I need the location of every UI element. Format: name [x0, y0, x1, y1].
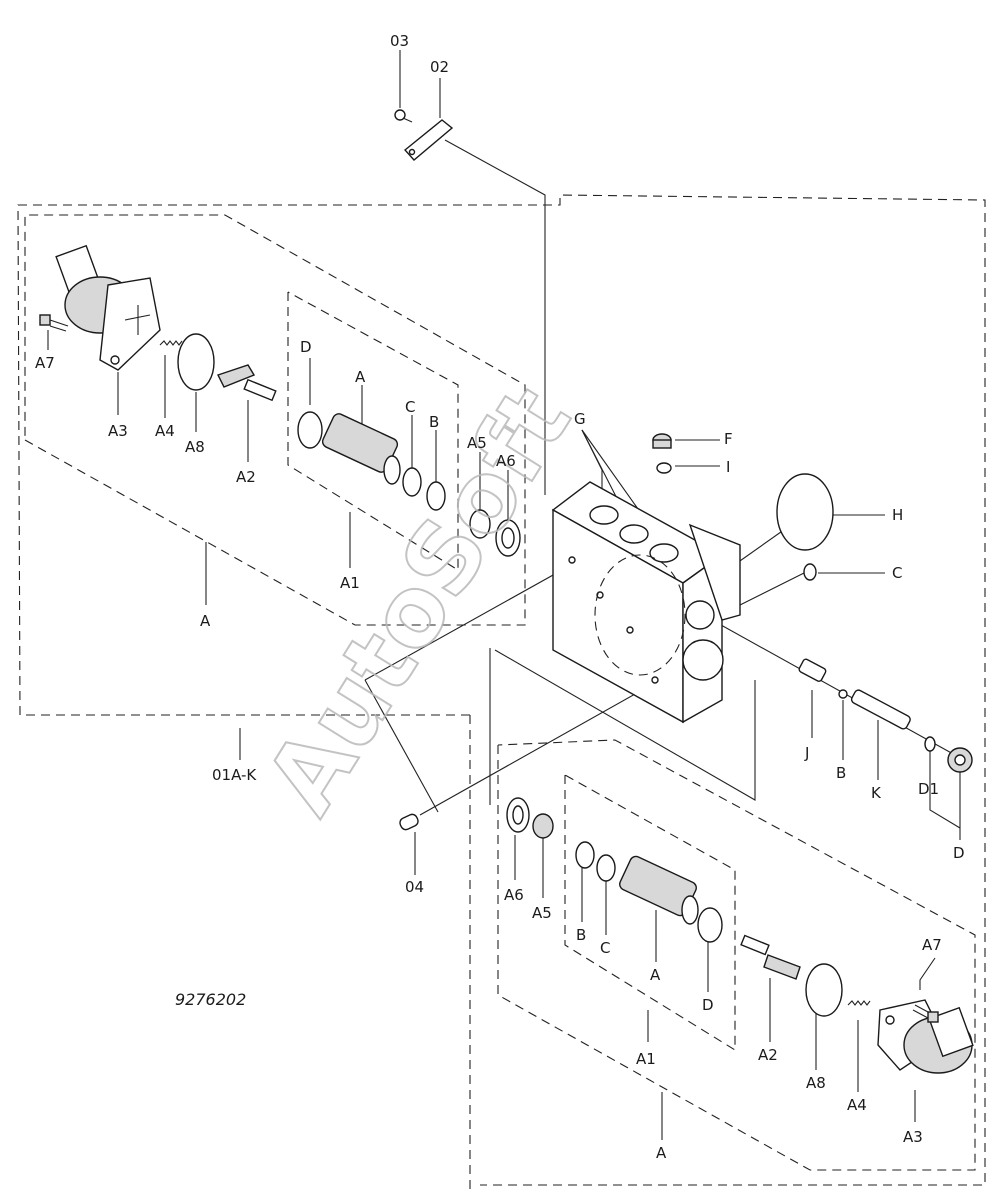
boundary-A1-bottom: [564, 774, 736, 1051]
plug-J: [798, 658, 827, 682]
boundary-01A-K: [17, 194, 986, 1186]
label-B-right: B: [836, 764, 846, 782]
label-A-top: A: [200, 612, 211, 630]
label-A7-bottom: A7: [922, 936, 942, 954]
sleeve-A-bottom: [619, 855, 699, 925]
label-01A-K: 01A-K: [212, 766, 257, 784]
label-B-top: B: [429, 413, 439, 431]
piston-K: [850, 689, 911, 730]
bolt-A7-top: [39, 314, 69, 332]
label-A8-top: A8: [185, 438, 205, 456]
watermark: AutoSoft: [244, 367, 594, 833]
svg-text:AutoSoft: AutoSoft: [245, 368, 593, 832]
ring-A5-top: [469, 509, 491, 539]
boundary-A-top: [24, 214, 526, 626]
spool-A2-top: [217, 364, 277, 402]
drawing-number: 9276202: [175, 990, 246, 1009]
label-A4-bottom: A4: [847, 1096, 867, 1114]
oring-I: [656, 462, 672, 474]
spring-A4-bottom: [847, 1000, 871, 1006]
oring-A8-top: [177, 333, 215, 391]
labels: 03 02 A7 A3 A4 A8 A2 D A C B A5 A6 A1 A …: [35, 32, 965, 1162]
label-A1-bottom: A1: [636, 1050, 656, 1068]
label-D-top: D: [300, 338, 312, 356]
label-A8-bottom: A8: [806, 1074, 826, 1092]
label-A3-top: A3: [108, 422, 128, 440]
label-A5-top: A5: [467, 434, 487, 452]
oring-D-top: [297, 411, 323, 449]
label-A4-top: A4: [155, 422, 175, 440]
boundary-A1-top: [287, 291, 459, 571]
label-A2-top: A2: [236, 468, 256, 486]
label-D1: D1: [918, 780, 939, 798]
oring-D-bottom: [697, 907, 723, 943]
label-K: K: [871, 784, 882, 802]
plug-D-right: [947, 747, 973, 773]
oring-A8-bottom: [805, 963, 843, 1017]
bolt-A7-bottom: [912, 1004, 939, 1023]
oring-C-top: [402, 467, 422, 497]
ring-A6-top: [495, 519, 521, 557]
bolt-03: [394, 109, 413, 123]
sleeve-A-top: [321, 413, 401, 485]
label-A5-bottom: A5: [532, 904, 552, 922]
label-A6-top: A6: [496, 452, 516, 470]
boundary-A-bottom: [497, 739, 976, 1171]
label-H: H: [892, 506, 903, 524]
label-C-right: C: [892, 564, 902, 582]
label-I: I: [726, 458, 730, 476]
oring-B-top: [426, 481, 446, 511]
label-A7-top: A7: [35, 354, 55, 372]
label-C-top: C: [405, 398, 415, 416]
label-A1-top: A1: [340, 574, 360, 592]
ring-A5-bottom: [532, 813, 554, 839]
label-A3-bottom: A3: [903, 1128, 923, 1146]
label-D-bottom: D: [702, 996, 714, 1014]
pin-04: [399, 813, 419, 831]
label-J: J: [804, 744, 809, 762]
solenoid-A3-top: [55, 244, 161, 371]
label-A-spool-bottom: A: [650, 966, 661, 984]
label-A-spool-top: A: [355, 368, 366, 386]
cover-H: [776, 473, 834, 551]
label-03: 03: [390, 32, 409, 50]
label-A6-bottom: A6: [504, 886, 524, 904]
plug-F: [652, 433, 672, 449]
label-02: 02: [430, 58, 449, 76]
spool-A2-bottom: [740, 934, 801, 980]
oring-C-bottom: [596, 854, 616, 882]
label-D-right: D: [953, 844, 965, 862]
label-B-bottom: B: [576, 926, 586, 944]
label-A2-bottom: A2: [758, 1046, 778, 1064]
oring-C-right: [803, 563, 817, 581]
label-G: G: [574, 410, 586, 428]
oring-D1: [924, 736, 936, 752]
label-A-bottom: A: [656, 1144, 667, 1162]
valve-body: [551, 481, 741, 724]
label-04: 04: [405, 878, 424, 896]
spring-A4-top: [159, 340, 183, 346]
plate-02: [403, 119, 454, 161]
ball-B-right: [838, 689, 848, 699]
label-C-bottom: C: [600, 939, 610, 957]
oring-B-bottom: [575, 841, 595, 869]
ring-A6-bottom: [506, 797, 530, 833]
label-F: F: [724, 430, 733, 448]
